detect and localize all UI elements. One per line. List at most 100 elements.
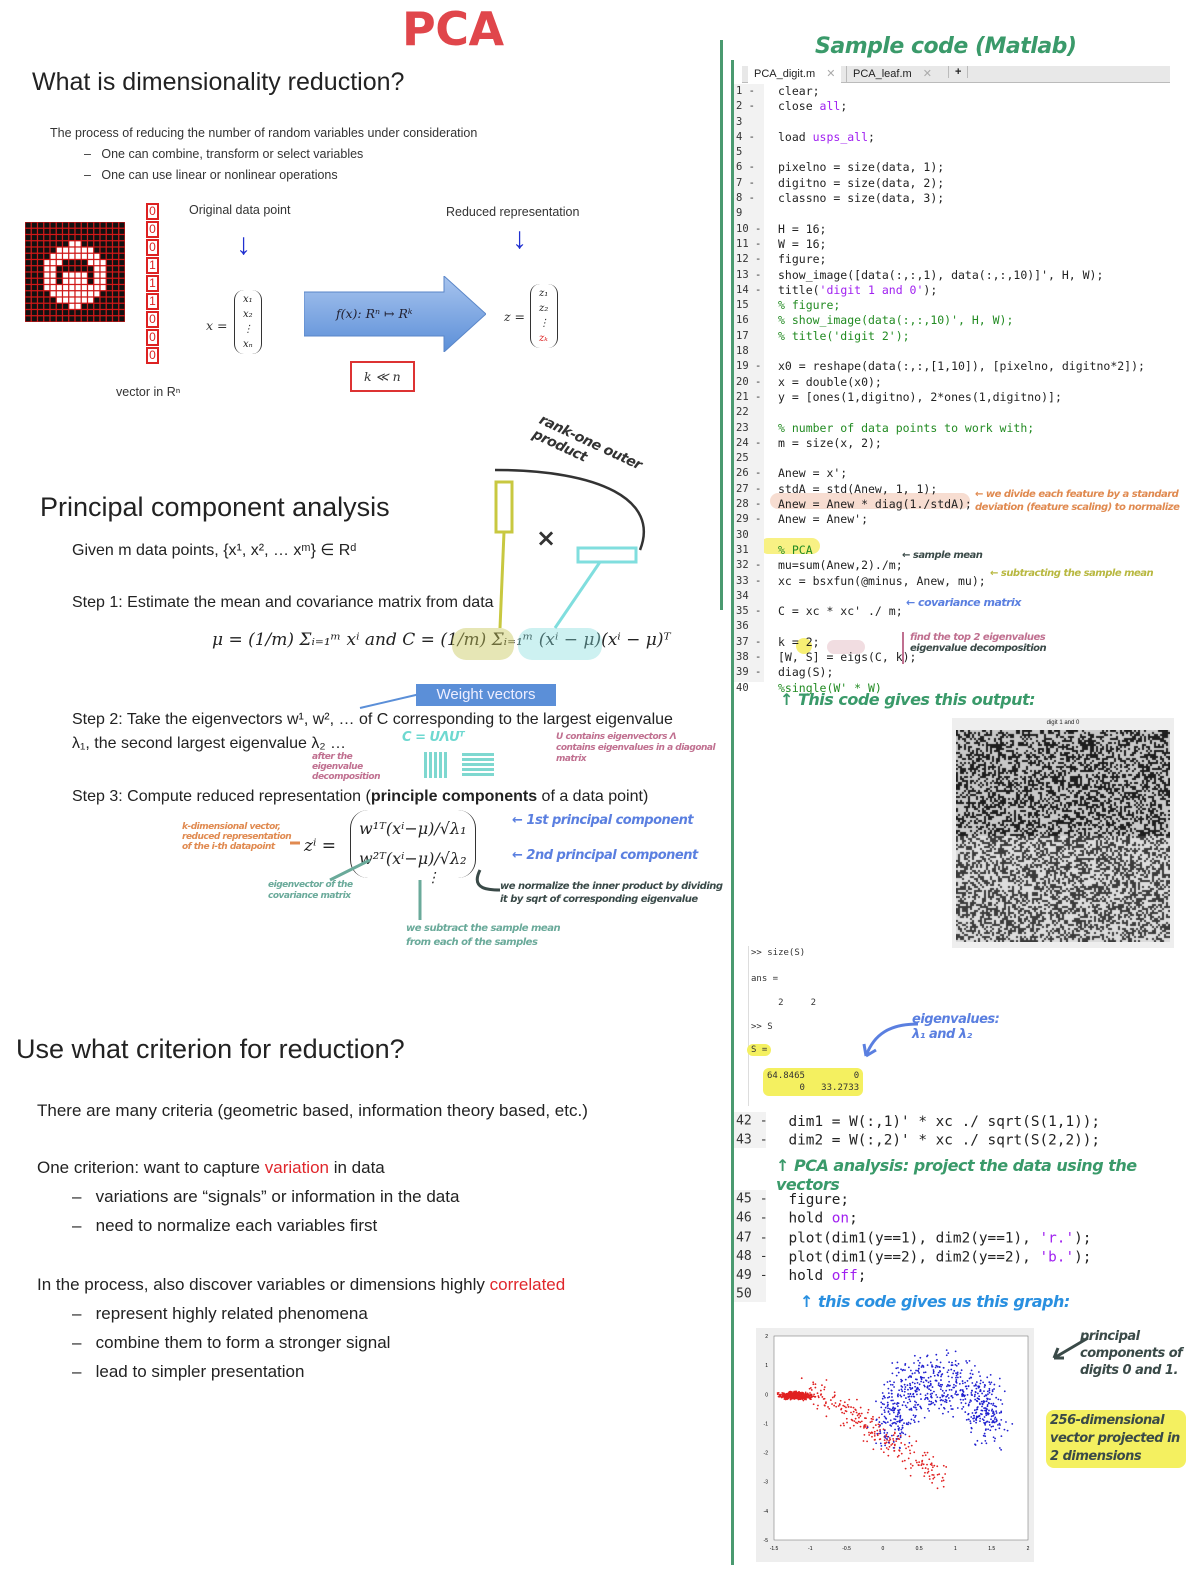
code-line[interactable]: 45 -figure; — [736, 1190, 1091, 1209]
note-output: ↑ This code gives this output: — [780, 690, 1036, 709]
data-point — [985, 1414, 988, 1417]
pixel — [88, 260, 94, 266]
code-line[interactable]: 38 -[W, S] = eigs(C, k); — [736, 650, 1145, 665]
data-point — [978, 1415, 981, 1417]
code-line[interactable]: 20 -x = double(x0); — [736, 375, 1145, 390]
code-line[interactable]: 2 -close all; — [736, 99, 1145, 114]
code-line[interactable]: 19 -x0 = reshape(data(:,:,[1,10]), [pixe… — [736, 359, 1145, 374]
data-point — [887, 1411, 890, 1413]
code-line[interactable]: 28 -Anew = Anew * diag(1./stdA); — [736, 497, 1145, 512]
data-point — [1000, 1448, 1003, 1451]
code-line[interactable]: 50 — [736, 1286, 1091, 1305]
code-line[interactable]: 12 -figure; — [736, 252, 1145, 267]
code-line[interactable]: 48 -plot(dim1(y==2), dim2(y==2), 'b.'); — [736, 1247, 1091, 1266]
data-point — [934, 1366, 937, 1369]
pixel — [88, 241, 94, 247]
data-point — [1011, 1423, 1014, 1425]
code-line[interactable]: 47 -plot(dim1(y==1), dim2(y==1), 'r.'); — [736, 1228, 1091, 1247]
data-point — [914, 1414, 917, 1417]
data-point — [945, 1401, 948, 1404]
code-line[interactable]: 36 — [736, 619, 1145, 634]
code-line[interactable]: 1 -clear; — [736, 84, 1145, 99]
data-point — [942, 1485, 945, 1488]
data-point — [883, 1403, 885, 1406]
data-point — [833, 1391, 836, 1394]
code-line[interactable]: 3 — [736, 115, 1145, 130]
line-number: 39 - — [736, 666, 762, 679]
x-tick-label: 0 — [881, 1546, 884, 1552]
data-point — [989, 1398, 991, 1401]
data-point — [992, 1414, 995, 1417]
data-point — [889, 1438, 892, 1441]
code-line[interactable]: 10 -H = 16; — [736, 222, 1145, 237]
code-line[interactable]: 16% show_image(data(:,:,10)', H, W); — [736, 313, 1145, 328]
data-point — [924, 1379, 927, 1382]
code-line[interactable]: 32 -mu=sum(Anew,2)./m; — [736, 558, 1145, 573]
code-line[interactable]: 7 -digitno = size(data, 2); — [736, 176, 1145, 191]
code-line[interactable]: 4 -load usps_all; — [736, 130, 1145, 145]
data-point — [918, 1383, 921, 1386]
code-line[interactable]: 37 -k = 2; — [736, 635, 1145, 650]
code-line[interactable]: 33 -xc = bsxfun(@minus, Anew, mu); — [736, 574, 1145, 589]
tab-pca-digit[interactable]: PCA_digit.m ✕ — [748, 66, 842, 83]
code-line[interactable]: 27 -stdA = std(Anew, 1, 1); — [736, 482, 1145, 497]
data-point — [972, 1414, 975, 1417]
code-editor-2[interactable]: 42 -dim1 = W(:,1)' * xc ./ sqrt(S(1,1));… — [736, 1112, 1100, 1150]
data-point — [829, 1399, 832, 1401]
code-line[interactable]: 26 -Anew = x'; — [736, 466, 1145, 481]
data-point — [983, 1407, 986, 1410]
code-line[interactable]: 17% title('digit 2'); — [736, 329, 1145, 344]
data-point — [875, 1442, 878, 1445]
data-point — [973, 1417, 976, 1419]
code-line[interactable]: 29 -Anew = Anew'; — [736, 512, 1145, 527]
data-point — [842, 1422, 845, 1425]
code-line[interactable]: 9 — [736, 206, 1145, 221]
add-tab-button[interactable]: + — [948, 66, 969, 78]
code-line[interactable]: 5 — [736, 145, 1145, 160]
code-line[interactable]: 21 -y = [ones(1,digitno), 2*ones(1,digit… — [736, 390, 1145, 405]
code-line[interactable]: 40%single(W' * W) — [736, 681, 1145, 696]
code-line[interactable]: 6 -pixelno = size(data, 1); — [736, 160, 1145, 175]
code-line[interactable]: 13 -show_image([data(:,:,1), data(:,:,10… — [736, 268, 1145, 283]
pixel — [50, 316, 56, 322]
code-line[interactable]: 22 — [736, 405, 1145, 420]
data-point — [944, 1473, 947, 1475]
tab-pca-leaf[interactable]: PCA_leaf.m ✕ — [846, 66, 938, 83]
code-line[interactable]: 31% PCA — [736, 543, 1145, 558]
code-line[interactable]: 15% figure; — [736, 298, 1145, 313]
data-point — [939, 1396, 942, 1399]
data-point — [886, 1437, 888, 1440]
data-point — [970, 1400, 972, 1402]
code-line[interactable]: 11 -W = 16; — [736, 237, 1145, 252]
code-line[interactable]: 42 -dim1 = W(:,1)' * xc ./ sqrt(S(1,1)); — [736, 1112, 1100, 1131]
code-line[interactable]: 25 — [736, 451, 1145, 466]
code-line[interactable]: 18 — [736, 344, 1145, 359]
code-line[interactable]: 30 — [736, 528, 1145, 543]
code-line[interactable]: 8 -classno = size(data, 3); — [736, 191, 1145, 206]
close-icon[interactable]: ✕ — [922, 68, 932, 80]
code-line[interactable]: 24 -m = size(x, 2); — [736, 436, 1145, 451]
code-line[interactable]: 43 -dim2 = W(:,2)' * xc ./ sqrt(S(2,2)); — [736, 1131, 1100, 1150]
data-point — [856, 1414, 859, 1417]
pixel — [50, 228, 56, 234]
code-editor-3[interactable]: 45 -figure;46 -hold on;47 -plot(dim1(y==… — [736, 1190, 1091, 1305]
data-point — [889, 1383, 892, 1386]
data-point — [790, 1394, 792, 1397]
code-line[interactable]: 14 -title('digit 1 and 0'); — [736, 283, 1145, 298]
close-icon[interactable]: ✕ — [826, 68, 836, 80]
code-line[interactable]: 34 — [736, 589, 1145, 604]
code-line[interactable]: 35 -C = xc * xc' ./ m; — [736, 604, 1145, 619]
code-line[interactable]: 46 -hold on; — [736, 1209, 1091, 1228]
bullet: – One can combine, transform or select v… — [84, 147, 364, 161]
data-point — [874, 1424, 877, 1426]
code-line[interactable]: 49 -hold off; — [736, 1266, 1091, 1285]
code-line[interactable]: 23% number of data points to work with; — [736, 421, 1145, 436]
code-line[interactable]: 39 -diag(S); — [736, 665, 1145, 680]
step2-text-cont: λ₁, the second largest eigenvalue λ₂ … — [72, 735, 346, 752]
data-point — [889, 1419, 892, 1422]
data-point — [950, 1408, 953, 1410]
data-point — [997, 1398, 1000, 1401]
pixel — [50, 303, 56, 309]
data-point — [931, 1386, 934, 1388]
